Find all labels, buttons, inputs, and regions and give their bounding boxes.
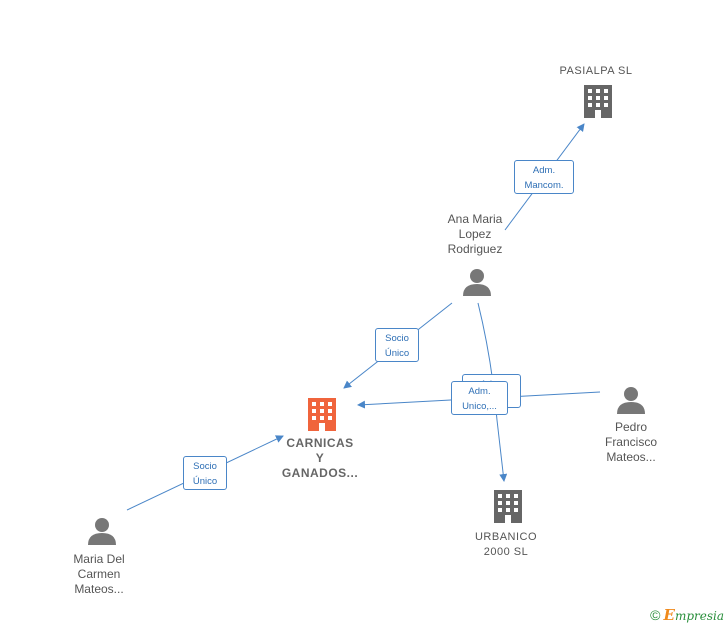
brand-footer: ©Empresia: [650, 606, 724, 624]
node-label-maria[interactable]: Maria Del Carmen Mateos...: [73, 552, 125, 596]
node-label-pasialpa[interactable]: PASIALPA SL: [559, 65, 633, 77]
building-icon: [584, 85, 612, 118]
node-label-ana[interactable]: Ana Maria Lopez Rodriguez: [447, 212, 503, 256]
building-icon: [494, 490, 522, 523]
node-label-pedro[interactable]: Pedro Francisco Mateos...: [604, 420, 657, 464]
brand-initial: E: [663, 606, 675, 624]
node-label-carnicas[interactable]: CARNICAS Y GANADOS...: [281, 436, 359, 480]
edge-label-socio-unico[interactable]: Socio Único: [375, 328, 419, 362]
building-icon: [308, 398, 336, 431]
person-icon: [463, 269, 491, 296]
edge-ana-urbanico: [477, 302, 508, 482]
node-label-urbanico[interactable]: URBANICO 2000 SL: [474, 531, 538, 558]
edge-label-adm-mancom[interactable]: Adm. Mancom.: [514, 160, 574, 194]
copyright-icon: ©: [650, 607, 661, 623]
edge-label-socio-unico[interactable]: Socio Único: [183, 456, 227, 490]
edge-label-adm-unico[interactable]: Adm. Unico,...: [451, 381, 508, 415]
brand-name: mpresia: [674, 609, 724, 623]
person-icon: [617, 387, 645, 414]
person-icon: [88, 518, 116, 545]
